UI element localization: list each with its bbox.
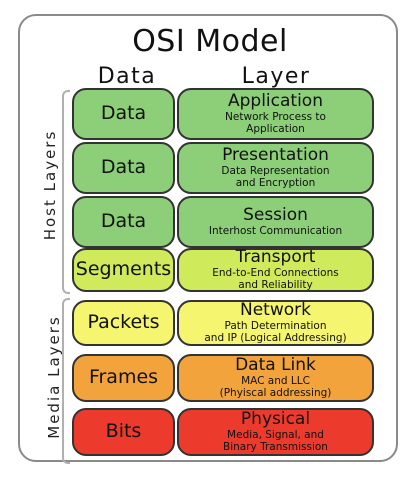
host-layers-bracket — [62, 90, 70, 294]
layer-name: Network — [240, 300, 311, 321]
media-layers-bracket — [62, 298, 70, 464]
data-unit-datalink: Frames — [72, 354, 175, 402]
layer-desc-line2: Application — [246, 122, 305, 135]
layer-presentation: Presentation Data Representation and Enc… — [177, 142, 374, 194]
data-unit-label: Frames — [88, 366, 159, 389]
layer-name: Data Link — [235, 355, 316, 376]
layer-name: Application — [228, 91, 323, 112]
layer-desc-line2: (Phyiscal addressing) — [219, 386, 332, 399]
layer-desc-line1: Data Representation — [221, 164, 330, 177]
layer-name: Presentation — [222, 145, 329, 166]
layer-desc-line1: Media, Signal, and — [227, 428, 324, 441]
data-unit-presentation: Data — [72, 142, 175, 194]
layer-desc-line2: Binary Transmission — [223, 440, 328, 453]
layer-datalink: Data Link MAC and LLC (Phyiscal addressi… — [177, 354, 374, 402]
data-unit-label: Data — [100, 210, 147, 233]
layer-name: Physical — [240, 409, 311, 430]
layer-desc-line1: MAC and LLC — [241, 374, 310, 387]
layer-transport: Transport End-to-End Connections and Rel… — [177, 248, 374, 292]
data-unit-physical: Bits — [72, 408, 175, 456]
data-column-header: Data — [97, 64, 157, 89]
data-unit-label: Packets — [87, 311, 160, 334]
layer-column-header: Layer — [241, 64, 311, 89]
layer-physical: Physical Media, Signal, and Binary Trans… — [177, 408, 374, 456]
data-unit-label: Segments — [75, 258, 172, 281]
data-unit-label: Data — [100, 102, 147, 125]
layer-desc-line1: Interhost Communication — [208, 224, 343, 237]
data-unit-session: Data — [72, 196, 175, 248]
host-layers-label: Host Layers — [41, 129, 59, 241]
data-unit-label: Bits — [105, 420, 142, 443]
layer-desc-line1: Path Determination — [224, 319, 327, 332]
layer-desc-line2: and IP (Logical Addressing) — [204, 331, 347, 344]
data-unit-application: Data — [72, 88, 175, 140]
layer-name: Session — [243, 205, 308, 226]
layer-network: Network Path Determination and IP (Logic… — [177, 300, 374, 346]
layer-desc-line1: End-to-End Connections — [212, 266, 339, 279]
media-layers-label: Media Layers — [45, 315, 63, 439]
data-unit-network: Packets — [72, 300, 175, 346]
layer-desc-line1: Network Process to — [225, 110, 326, 123]
data-unit-label: Data — [100, 156, 147, 179]
data-unit-transport: Segments — [72, 248, 175, 292]
layer-session: Session Interhost Communication — [177, 196, 374, 248]
layer-application: Application Network Process to Applicati… — [177, 88, 374, 140]
layer-name: Transport — [235, 247, 316, 268]
diagram-title: OSI Model — [132, 24, 288, 59]
layer-desc-line2: and Reliability — [238, 278, 313, 291]
layer-desc-line2: and Encryption — [235, 176, 316, 189]
